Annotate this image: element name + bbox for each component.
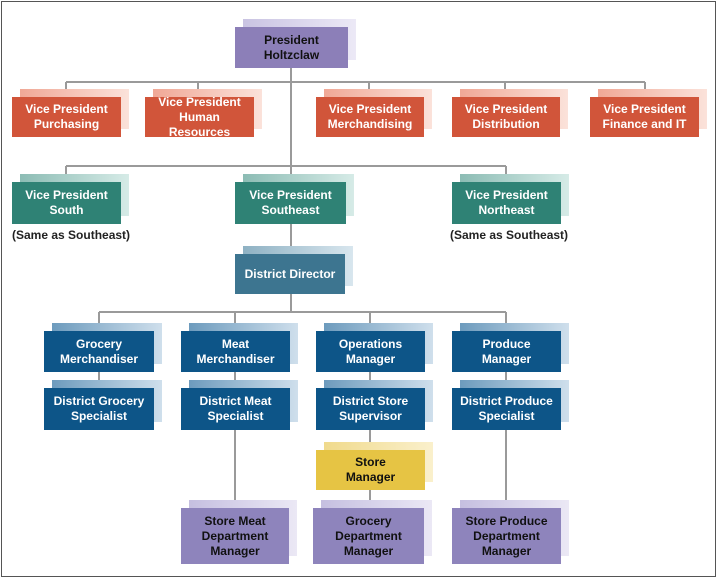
- node-grocery-merchandiser: Grocery Merchandiser: [44, 323, 162, 372]
- node-district-produce-specialist: District Produce Specialist: [452, 380, 569, 430]
- node-vp-south: Vice President South: [12, 174, 129, 224]
- node-meat-merchandiser: Meat Merchandiser: [181, 323, 298, 372]
- node-operations-manager: Operations Manager: [316, 323, 433, 372]
- note-northeast-same-as-southeast: (Same as Southeast): [450, 228, 569, 242]
- node-grocery-department-manager: Grocery Department Manager: [313, 500, 432, 564]
- node-produce-manager: Produce Manager: [452, 323, 569, 372]
- node-vp-finance-it: Vice President Finance and IT: [590, 89, 707, 137]
- node-district-store-supervisor: District Store Supervisor: [316, 380, 433, 430]
- node-district-grocery-specialist: District Grocery Specialist: [44, 380, 162, 430]
- node-vp-human-resources: Vice President Human Resources: [145, 89, 262, 139]
- node-vp-southeast: Vice President Southeast: [235, 174, 354, 224]
- node-vp-merchandising: Vice President Merchandising: [316, 89, 432, 137]
- node-store-produce-department-manager: Store Produce Department Manager: [452, 500, 569, 564]
- node-vp-purchasing: Vice President Purchasing: [12, 89, 129, 137]
- node-district-meat-specialist: District Meat Specialist: [181, 380, 298, 430]
- node-vp-northeast: Vice President Northeast: [452, 174, 569, 224]
- node-store-manager: Store Manager: [316, 442, 433, 490]
- node-store-meat-department-manager: Store Meat Department Manager: [181, 500, 297, 564]
- node-district-director: District Director: [235, 246, 353, 294]
- node-vp-distribution: Vice President Distribution: [452, 89, 568, 137]
- note-south-same-as-southeast: (Same as Southeast): [12, 228, 131, 242]
- node-president: President Holtzclaw: [235, 19, 356, 68]
